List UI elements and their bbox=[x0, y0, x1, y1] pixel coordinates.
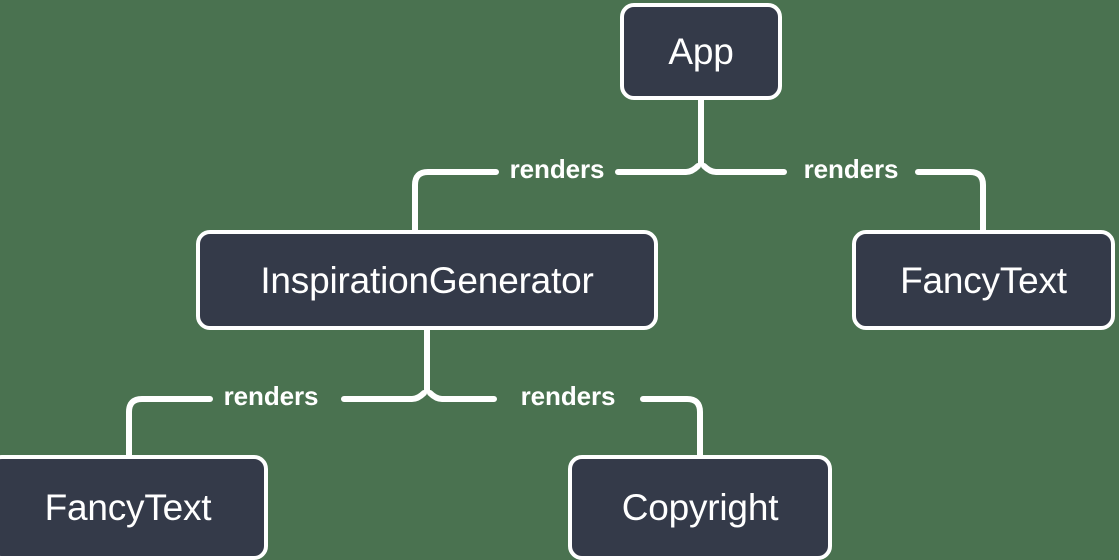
edge-label-inspiration-generator-to-fancytext: renders bbox=[223, 381, 319, 411]
node-inspiration-generator-label: InspirationGenerator bbox=[260, 259, 594, 301]
edge-ig-to-copyright-left-seg bbox=[427, 390, 497, 402]
edge-app-to-fancytext-right-left-seg bbox=[701, 163, 787, 175]
edge-ig-to-fancytext-right-seg bbox=[341, 390, 427, 402]
edge-ig-to-fancytext-left-seg bbox=[126, 396, 213, 458]
edge-app-to-fancytext-right-right-seg bbox=[915, 169, 986, 233]
node-app[interactable]: App bbox=[620, 3, 782, 100]
edge-label-app-to-inspiration-generator: renders bbox=[509, 154, 605, 184]
node-fancytext-right[interactable]: FancyText bbox=[852, 230, 1115, 330]
edge-label-inspiration-generator-to-copyright: renders bbox=[520, 381, 616, 411]
node-copyright-label: Copyright bbox=[621, 487, 779, 528]
edge-app-to-inspiration-generator-right-seg bbox=[615, 163, 701, 175]
edge-label-app-to-fancytext-right: renders bbox=[803, 154, 899, 184]
node-fancytext-bottom-left[interactable]: FancyText bbox=[0, 455, 268, 560]
node-copyright[interactable]: Copyright bbox=[568, 455, 832, 560]
node-fancytext-bottom-left-label: FancyText bbox=[44, 487, 212, 528]
node-fancytext-right-label: FancyText bbox=[900, 259, 1067, 301]
edge-ig-to-copyright-right-seg bbox=[640, 396, 703, 458]
edge-app-to-inspiration-generator-left-seg bbox=[412, 169, 499, 233]
node-inspiration-generator[interactable]: InspirationGenerator bbox=[196, 230, 658, 330]
node-app-label: App bbox=[668, 31, 734, 72]
